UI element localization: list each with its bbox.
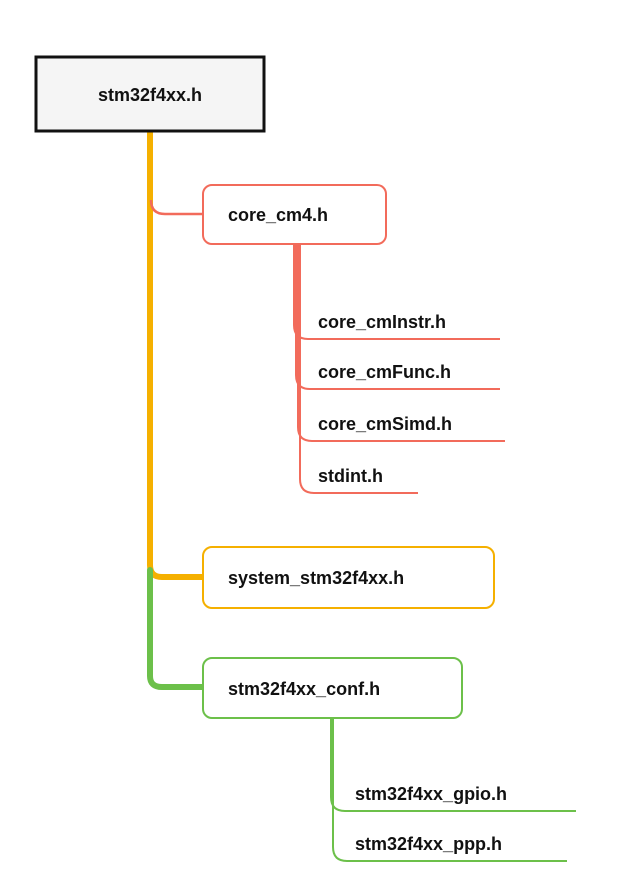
leaf-core-cminstr[interactable]: core_cmInstr.h	[318, 312, 446, 332]
node-system-stm32f4xx[interactable]: system_stm32f4xx.h	[202, 546, 495, 609]
leaf-stm32f4xx-ppp[interactable]: stm32f4xx_ppp.h	[355, 834, 502, 854]
branch-line-ppp	[332, 718, 567, 862]
core-cm4-branches	[293, 245, 505, 494]
node-stm32f4xx-conf[interactable]: stm32f4xx_conf.h	[202, 657, 463, 719]
node-system-stm32f4xx-box	[202, 546, 495, 609]
node-core-cm4-label: core_cm4.h	[228, 205, 328, 225]
leaf-stdint[interactable]: stdint.h	[318, 466, 383, 486]
root-node-label: stm32f4xx.h	[98, 85, 202, 105]
trunk-connector-lower	[147, 567, 206, 690]
root-node[interactable]: stm32f4xx.h	[34, 55, 266, 133]
node-core-cm4[interactable]: core_cm4.h	[202, 184, 387, 245]
trunk-branch-core	[149, 199, 203, 216]
node-core-cm4-box	[202, 184, 387, 245]
leaf-core-cmsimd[interactable]: core_cmSimd.h	[318, 414, 452, 434]
branch-line-core-cmsimd	[297, 245, 505, 442]
node-stm32f4xx-conf-label: stm32f4xx_conf.h	[228, 679, 380, 699]
trunk-connector-upper	[147, 130, 206, 580]
branch-line-stdint	[299, 245, 418, 494]
node-system-stm32f4xx-label: system_stm32f4xx.h	[228, 568, 404, 588]
leaf-stm32f4xx-gpio[interactable]: stm32f4xx_gpio.h	[355, 784, 507, 804]
branch-line-gpio	[330, 718, 576, 812]
node-stm32f4xx-conf-box	[202, 657, 463, 719]
root-node-box	[34, 55, 266, 133]
leaf-core-cmfunc[interactable]: core_cmFunc.h	[318, 362, 451, 382]
conf-branches	[330, 718, 576, 862]
